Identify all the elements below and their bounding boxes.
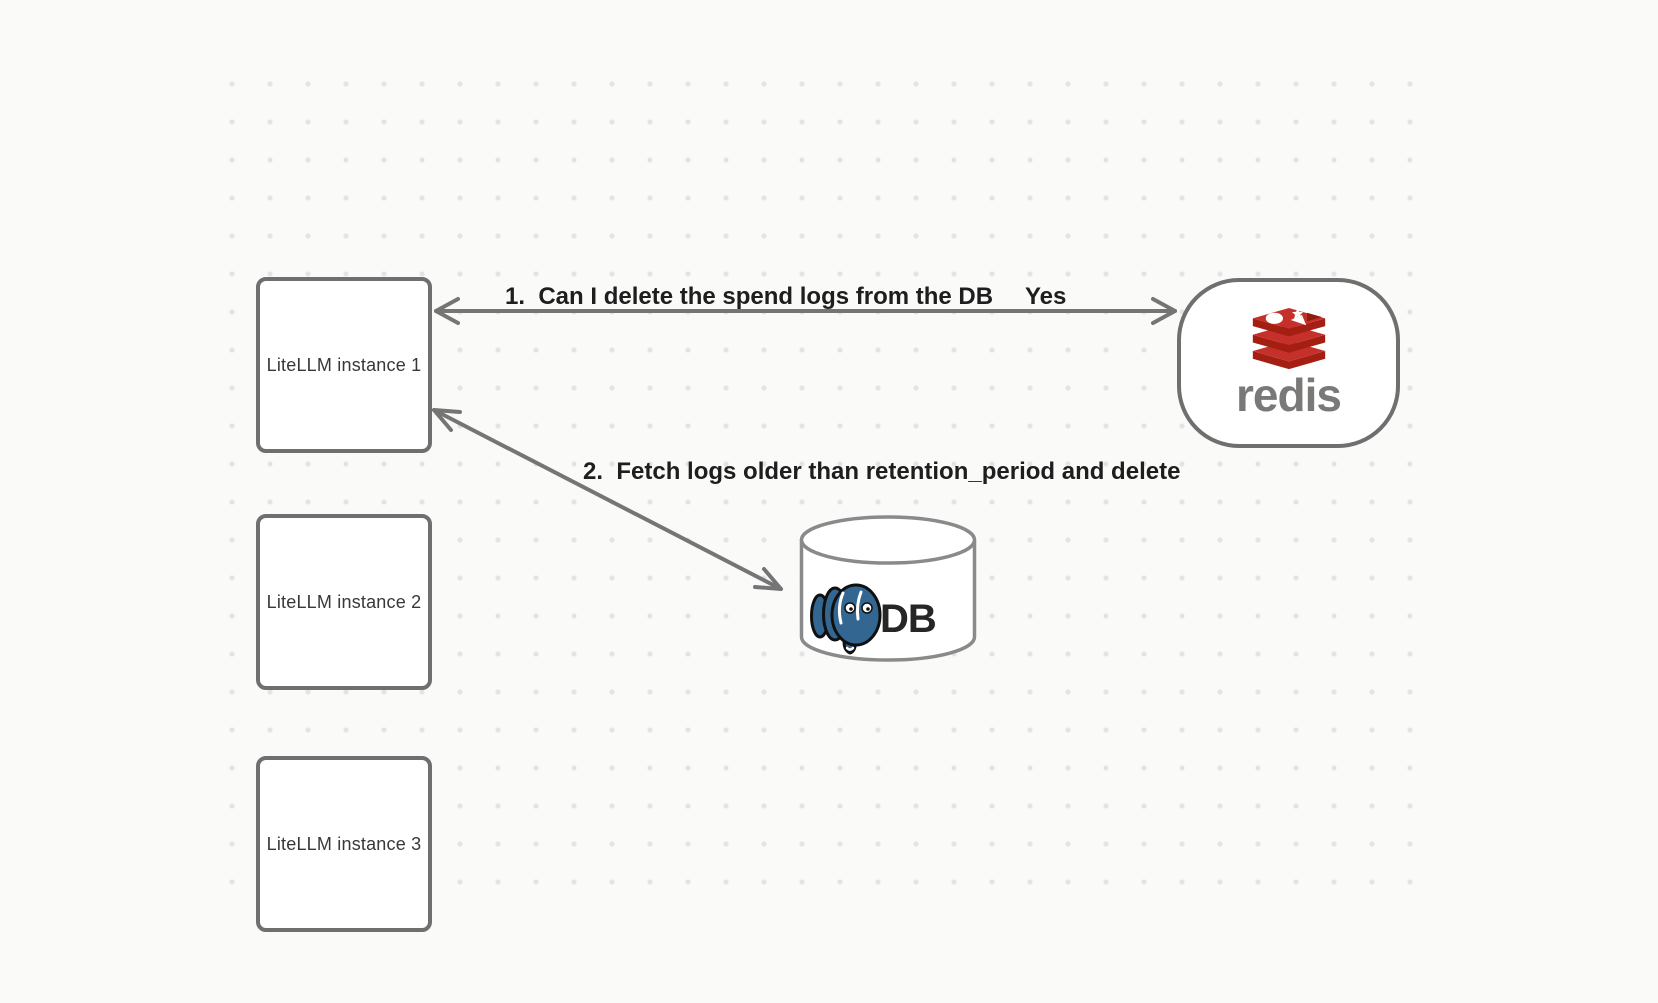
node-litellm-instance-3[interactable]: LiteLLM instance 3	[256, 756, 432, 932]
db-label: DB	[880, 597, 937, 641]
node-label: LiteLLM instance 1	[266, 354, 422, 375]
postgresql-elephant-icon	[810, 583, 882, 655]
node-litellm-instance-1[interactable]: LiteLLM instance 1	[256, 277, 432, 453]
arrow1-response-label: Yes	[1025, 283, 1067, 310]
arrow-fetch-logs[interactable]	[432, 408, 783, 591]
arrow1-label: 1. Can I delete the spend logs from the …	[505, 283, 994, 310]
node-label: LiteLLM instance 3	[266, 833, 422, 854]
arrowhead-left-icon	[434, 297, 460, 325]
redis-stack-logo-icon	[1252, 308, 1325, 370]
arrowhead-upleft-icon	[432, 408, 462, 432]
node-redis[interactable]: redis	[1177, 278, 1400, 448]
arrowhead-right-icon	[1151, 297, 1177, 325]
redis-wordmark: redis	[1236, 369, 1342, 421]
arrowhead-downright-icon	[753, 567, 783, 591]
arrow2-label: 2. Fetch logs older than retention_perio…	[583, 458, 1181, 485]
node-litellm-instance-2[interactable]: LiteLLM instance 2	[256, 514, 432, 690]
node-label: LiteLLM instance 2	[266, 591, 422, 612]
arrow-spend-logs-question[interactable]	[434, 297, 1177, 325]
